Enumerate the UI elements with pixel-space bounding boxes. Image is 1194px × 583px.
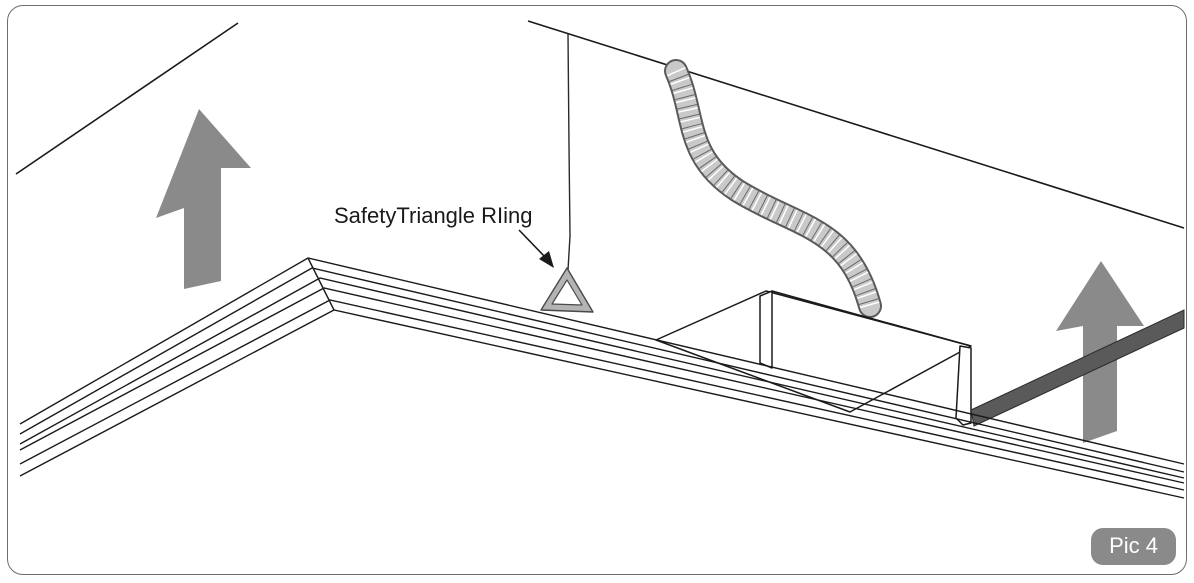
callout-pointer — [518, 229, 547, 259]
ceiling-edge-right — [527, 20, 1185, 229]
safety-triangle-ring — [540, 267, 594, 313]
up-arrow-left-icon — [156, 109, 251, 289]
callout-arrowhead-icon — [539, 251, 554, 268]
ceiling-edge-left — [15, 22, 239, 175]
driver-box — [655, 290, 972, 426]
pic-number-badge: Pic 4 — [1091, 528, 1176, 565]
suspension-wire — [567, 33, 571, 271]
diagram-frame: SafetyTriangle RIing Pic 4 — [7, 5, 1187, 575]
cable-conduit — [664, 59, 882, 318]
connecting-cable — [970, 309, 1185, 427]
callout-label: SafetyTriangle RIing — [334, 203, 533, 228]
panel-frame — [19, 257, 1185, 499]
installation-diagram: SafetyTriangle RIing — [15, 20, 1185, 499]
